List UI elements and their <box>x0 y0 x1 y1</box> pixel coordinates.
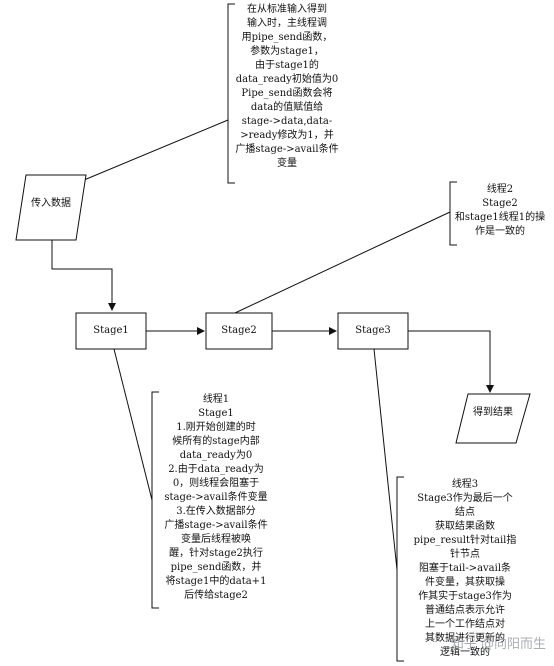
note-thread1-line: data_ready为0 <box>179 450 253 461</box>
node-stage1-label: Stage1 <box>93 325 129 336</box>
note-thread1-line: 0，则线程会阻塞于 <box>172 478 260 489</box>
arrow-input-stage1 <box>51 240 116 311</box>
connector-stage2-thread2 <box>234 211 451 314</box>
node-stage2-shape <box>205 312 273 350</box>
connector-stage3-thread3 <box>373 348 398 571</box>
note-thread3-line: 件变量，其获取操 <box>425 577 505 588</box>
arrow-stage3-result <box>408 330 494 393</box>
note-thread3-line: 普通结点表示允许 <box>425 605 505 616</box>
node-input-label: 传入数据 <box>31 198 71 209</box>
node-stage2-label: Stage2 <box>221 325 257 336</box>
node-result-label: 得到结果 <box>473 407 513 418</box>
note-thread1-line: 3.在传入数据部分 <box>176 506 256 517</box>
note-thread1-line: pipe_send函数，并 <box>170 562 262 573</box>
note-thread1-line: 广播stage->avail条件 <box>164 520 268 531</box>
note-main-line: Pipe_send函数会将 <box>241 88 333 99</box>
note-main-line: >ready修改为1，并 <box>240 130 334 141</box>
note-thread3-line: 结点 <box>455 507 475 518</box>
note-thread2-line: Stage2 <box>482 198 518 209</box>
node-stage3-shape <box>337 312 409 350</box>
note-main-line: 由于stage1的 <box>255 60 319 71</box>
note-main-line: 变量 <box>277 158 297 169</box>
note-main-line: 用pipe_send函数， <box>241 32 333 43</box>
node-stage1-shape <box>75 312 147 350</box>
note-main-bracket <box>227 3 235 184</box>
note-main-line: 广播stage->avail条件 <box>235 144 339 155</box>
note-thread1-line: 候所有的stage内部 <box>172 436 260 447</box>
watermark: 知乎 @向阳而生 <box>450 637 546 652</box>
note-main-line: 参数为stage1， <box>250 46 324 57</box>
note-main-line: data的值赋值给 <box>250 102 324 113</box>
note-thread3-line: pipe_result针对tail指 <box>413 535 517 546</box>
note-thread2-bracket <box>449 181 457 246</box>
note-main: 在从标准输入得到输入时，主线程调用pipe_send函数， 参数为stage1， 由… <box>229 3 345 171</box>
note-thread3-line: Stage3作为最后一个 <box>417 493 513 504</box>
node-result-shape <box>455 393 531 444</box>
note-thread3-line: 阻塞于tail->avail条 <box>418 563 512 574</box>
note-main-line: data_ready初始值为0 <box>235 74 339 85</box>
note-thread3-line: 针节点 <box>450 549 480 560</box>
note-thread1-line: 2.由于data_ready为 <box>168 464 264 475</box>
note-thread3-line: 上一个工作结点对 <box>425 619 505 630</box>
note-thread1-line: stage->avail条件变量 <box>164 492 268 503</box>
note-main-line: stage->data,data- <box>241 116 333 127</box>
note-thread1-line: Stage1 <box>198 408 234 419</box>
note-thread1-line: 后传给stage2 <box>184 590 248 601</box>
connector-input-main <box>71 119 229 186</box>
note-thread2-line: 作是一致的 <box>475 226 525 237</box>
note-thread1-line: 变量后线程被唤 <box>181 534 251 545</box>
note-main-line: 输入时，主线程调 <box>247 18 327 29</box>
note-main-line: 在从标准输入得到 <box>247 4 327 15</box>
note-thread3-line: 逻辑一致的 <box>440 647 490 658</box>
note-thread1-line: 1.刚开始创建的时 <box>176 422 256 433</box>
node-stage3-label: Stage3 <box>355 325 391 336</box>
note-thread3-line: 作其实于stage3作为 <box>418 591 512 602</box>
note-thread1-line: 线程1 <box>202 394 230 405</box>
connector-stage1-thread1 <box>113 348 153 501</box>
node-input-shape <box>15 174 87 241</box>
note-thread3-line: 其数据进行更新的 <box>425 633 505 644</box>
note-thread3-line: 获取结果函数 <box>435 521 495 532</box>
note-thread3-line: 线程3 <box>451 479 479 490</box>
note-thread1-line: 醒，针对stage2执行 <box>169 548 263 559</box>
note-thread2-line: 线程2 <box>486 184 514 195</box>
note-thread1-line: 将stage1中的data+1 <box>165 576 267 587</box>
note-thread2-line: 和stage1线程1的操 <box>454 212 546 223</box>
